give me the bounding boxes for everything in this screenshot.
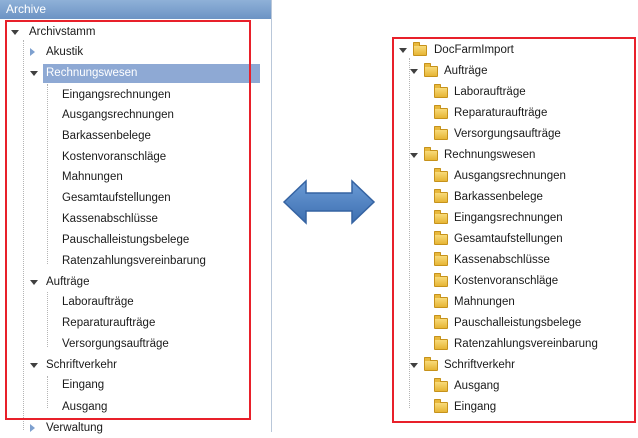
expand-arrow-icon[interactable] [410, 69, 418, 74]
tree-guide [47, 84, 48, 264]
folder-icon [434, 105, 448, 119]
tree-item-eingangsrechnungen[interactable]: Eingangsrechnungen [62, 89, 171, 101]
tree-item-reparaturauftraege[interactable]: Reparaturaufträge [62, 317, 156, 329]
collapse-arrow-icon[interactable] [30, 48, 35, 56]
tree-item-mahnungen[interactable]: Mahnungen [62, 171, 123, 183]
expand-arrow-icon[interactable] [399, 48, 407, 53]
tree-guide [409, 58, 410, 408]
folder-icon [434, 126, 448, 140]
expand-arrow-icon[interactable] [410, 153, 418, 158]
tree-item-schriftverkehr[interactable]: Schriftverkehr [444, 359, 515, 371]
tree-item-ratenzahlungsvereinbarung[interactable]: Ratenzahlungsvereinbarung [454, 338, 598, 350]
tree-item-kassenabschluesse[interactable]: Kassenabschlüsse [62, 213, 158, 225]
tree-item-ausgang[interactable]: Ausgang [62, 401, 108, 413]
tree-item-eingangsrechnungen[interactable]: Eingangsrechnungen [454, 212, 563, 224]
tree-item-rechnungswesen[interactable]: Rechnungswesen [46, 67, 138, 79]
tree-item-auftraege[interactable]: Aufträge [46, 276, 90, 288]
tree-item-ausgangsrechnungen[interactable]: Ausgangsrechnungen [454, 170, 566, 182]
tree-item-laborauftraege[interactable]: Laboraufträge [62, 296, 134, 308]
docfarm-tree-panel: DocFarmImport Aufträge Laboraufträge Rep… [388, 38, 636, 424]
tree-guide [23, 40, 24, 430]
selection-highlight [43, 64, 260, 83]
folder-icon [434, 84, 448, 98]
folder-icon [434, 273, 448, 287]
tree-item-reparaturauftraege[interactable]: Reparaturaufträge [454, 107, 548, 119]
folder-icon [434, 168, 448, 182]
tree-item-barkassenbelege[interactable]: Barkassenbelege [454, 191, 543, 203]
folder-icon [413, 42, 427, 56]
highlight-box-right [392, 37, 636, 423]
tree-item-ratenzahlungsvereinbarung[interactable]: Ratenzahlungsvereinbarung [62, 255, 206, 267]
folder-icon [434, 210, 448, 224]
tree-item-versorgungsauftraege[interactable]: Versorgungsaufträge [454, 128, 561, 140]
tree-item-kostenvoranschlaege[interactable]: Kostenvoranschläge [454, 275, 559, 287]
tree-item-akustik[interactable]: Akustik [46, 46, 84, 58]
tree-item-schriftverkehr[interactable]: Schriftverkehr [46, 359, 117, 371]
archive-tree-panel: Archive Archivstamm Akustik Rechnungswes… [0, 0, 272, 434]
archive-header: Archive [0, 0, 271, 19]
folder-icon [434, 315, 448, 329]
folder-icon [434, 336, 448, 350]
expand-arrow-icon[interactable] [30, 280, 38, 285]
collapse-arrow-icon[interactable] [30, 424, 35, 432]
tree-item-verwaltung[interactable]: Verwaltung [46, 422, 103, 434]
tree-item-versorgungsauftraege[interactable]: Versorgungsaufträge [62, 338, 169, 350]
tree-item-ausgangsrechnungen[interactable]: Ausgangsrechnungen [62, 109, 174, 121]
tree-item-mahnungen[interactable]: Mahnungen [454, 296, 515, 308]
folder-icon [434, 378, 448, 392]
tree-item-pauschalleistungsbelege[interactable]: Pauschalleistungsbelege [62, 234, 190, 246]
tree-item-eingang[interactable]: Eingang [454, 401, 497, 413]
tree-item-docfarmimport[interactable]: DocFarmImport [434, 44, 514, 56]
folder-icon [434, 252, 448, 266]
tree-item-barkassenbelege[interactable]: Barkassenbelege [62, 130, 151, 142]
expand-arrow-icon[interactable] [30, 71, 38, 76]
tree-item-auftraege[interactable]: Aufträge [444, 65, 488, 77]
folder-icon [434, 294, 448, 308]
tree-item-rechnungswesen[interactable]: Rechnungswesen [444, 149, 536, 161]
tree-guide [47, 376, 48, 408]
folder-icon [434, 189, 448, 203]
tree-item-ausgang[interactable]: Ausgang [454, 380, 500, 392]
folder-icon [424, 63, 438, 77]
folder-icon [434, 231, 448, 245]
tree-item-kostenvoranschlaege[interactable]: Kostenvoranschläge [62, 151, 167, 163]
tree-item-eingang[interactable]: Eingang [62, 379, 105, 391]
folder-icon [434, 399, 448, 413]
tree-item-laborauftraege[interactable]: Laboraufträge [454, 86, 526, 98]
expand-arrow-icon[interactable] [30, 363, 38, 368]
tree-item-gesamtaufstellungen[interactable]: Gesamtaufstellungen [62, 192, 171, 204]
double-headed-arrow-icon [282, 179, 376, 225]
tree-item-pauschalleistungsbelege[interactable]: Pauschalleistungsbelege [454, 317, 582, 329]
folder-icon [424, 147, 438, 161]
highlight-box-left [5, 20, 251, 420]
expand-arrow-icon[interactable] [11, 30, 19, 35]
tree-guide [47, 292, 48, 347]
tree-item-kassenabschluesse[interactable]: Kassenabschlüsse [454, 254, 550, 266]
expand-arrow-icon[interactable] [410, 363, 418, 368]
tree-item-archivstamm[interactable]: Archivstamm [29, 26, 96, 38]
tree-item-gesamtaufstellungen[interactable]: Gesamtaufstellungen [454, 233, 563, 245]
folder-icon [424, 357, 438, 371]
